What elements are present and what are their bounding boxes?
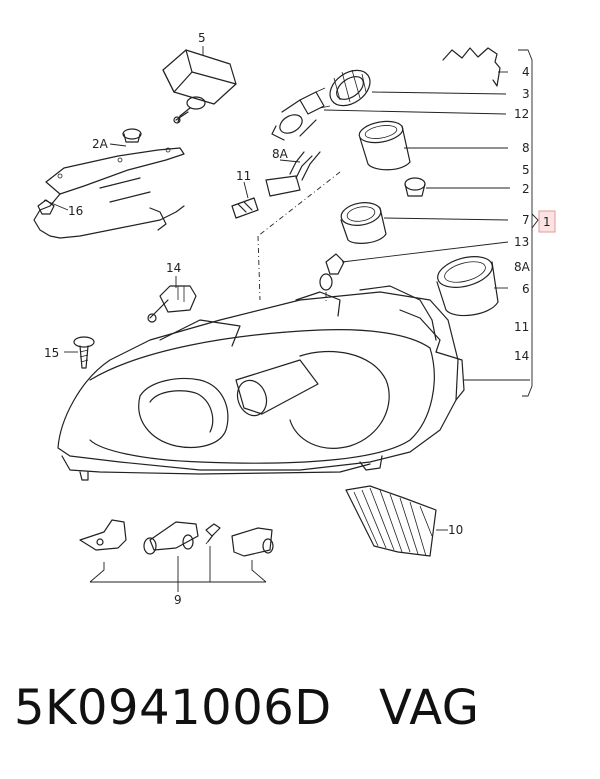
callout-6: 6 (522, 282, 530, 296)
callout-5-right: 5 (522, 163, 530, 177)
callout-16: 16 (68, 204, 83, 218)
callout-labels: 5 4 3 12 2A 8A 8 5 11 2 16 1 7 13 14 8A … (44, 31, 551, 607)
leader-lines (43, 46, 533, 531)
part-8-cover-cap (358, 120, 411, 171)
callout-11-right: 11 (514, 320, 529, 334)
callout-8a: 8A (272, 147, 289, 161)
callout-14-right: 14 (514, 349, 529, 363)
part-5-actuator-motor (162, 49, 237, 124)
callout-13: 13 (514, 235, 529, 249)
callout-5: 5 (198, 31, 206, 45)
part-2-grommet (404, 177, 426, 197)
callout-12: 12 (514, 107, 529, 121)
part-7-cover-cap (340, 202, 387, 244)
part-2a-plug (122, 128, 142, 143)
callout-1-highlight (538, 210, 556, 233)
callout-3: 3 (522, 87, 530, 101)
part-14-bulb-socket (147, 285, 197, 323)
caption: 5K0941006D VAG (14, 680, 479, 736)
callout-11: 11 (236, 169, 251, 183)
installation-lines (257, 171, 341, 304)
callout-2: 2 (522, 182, 530, 196)
part-4-spring-clip (442, 47, 501, 87)
part-13-bulb (319, 253, 345, 291)
callout-7: 7 (522, 213, 530, 227)
callout-8: 8 (522, 141, 530, 155)
part-6-cover-cap (436, 256, 499, 317)
callout-14: 14 (166, 261, 181, 275)
part-12-main-bulb (271, 87, 331, 141)
part-3-bulb-holder (329, 69, 371, 107)
part-15-screw (73, 336, 95, 369)
part-9-repair-brackets (79, 519, 274, 592)
part-10-trim-grille (345, 485, 437, 557)
callout-10: 10 (448, 523, 463, 537)
part-16-bracket (33, 147, 185, 239)
callout-1: 1 (543, 215, 551, 229)
callout-9: 9 (174, 593, 182, 607)
callout-4: 4 (522, 65, 530, 79)
callout-15: 15 (44, 346, 59, 360)
brand-name: VAG (379, 680, 480, 736)
callout-2a: 2A (92, 137, 109, 151)
callout-8a-right: 8A (514, 260, 531, 274)
part-11-small-bulb (231, 197, 259, 219)
part-number: 5K0941006D (14, 680, 332, 736)
part-1-headlight-housing (57, 285, 465, 481)
